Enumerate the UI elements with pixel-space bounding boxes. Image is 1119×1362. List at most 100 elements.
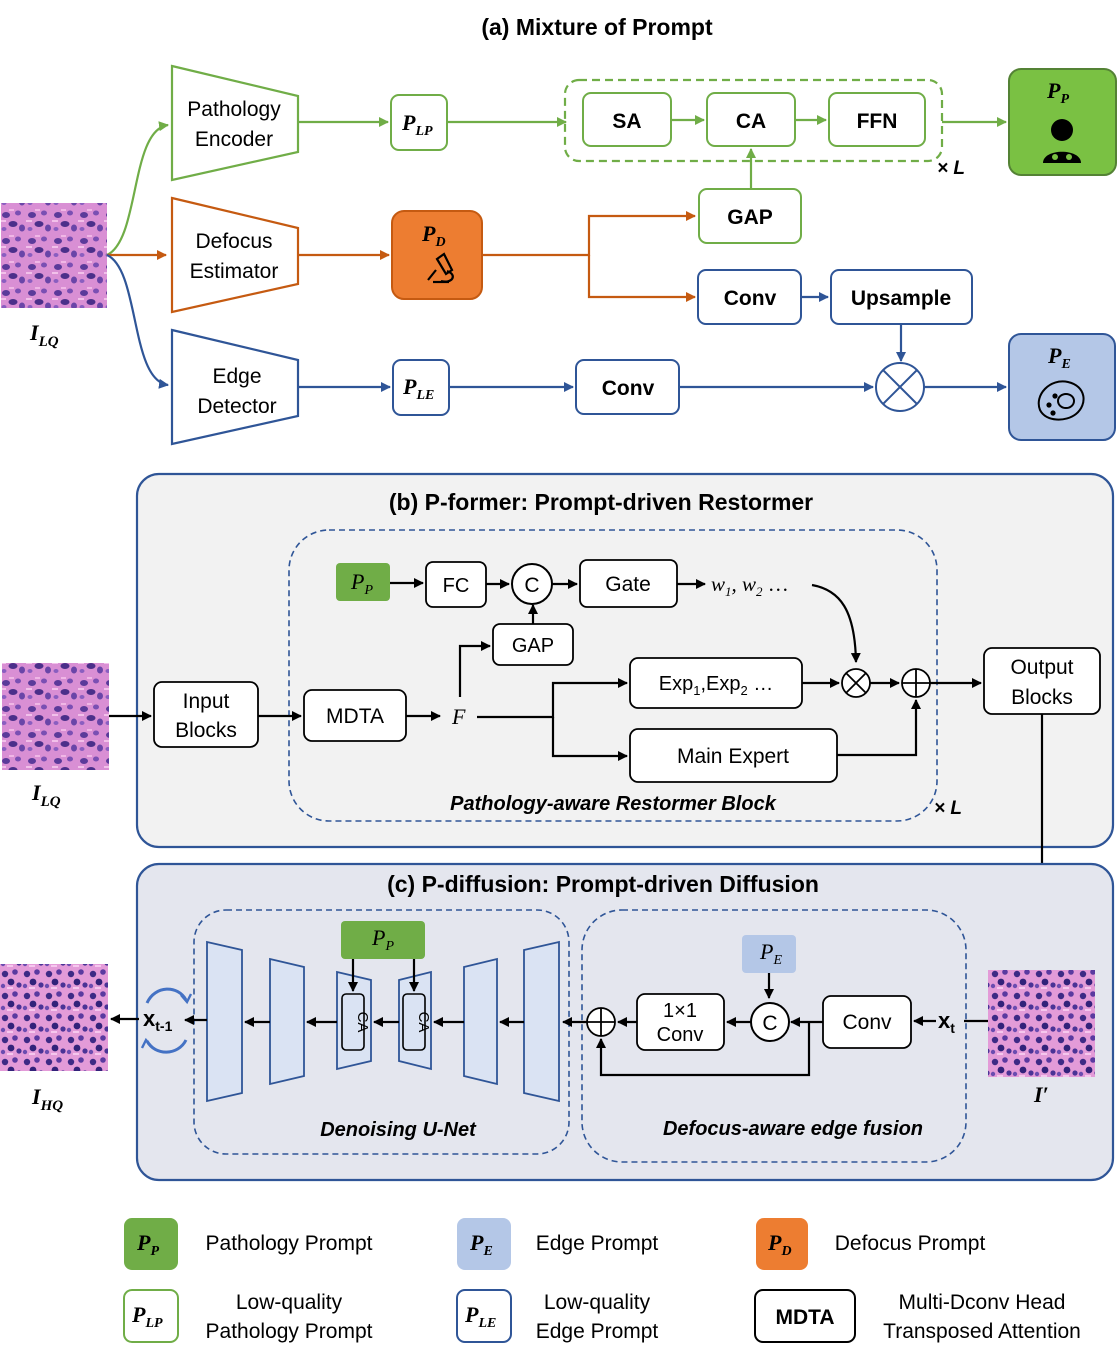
restored-label: I′ (1033, 1082, 1049, 1107)
unet-decoder-block-1 (523, 940, 560, 1103)
input-blocks-label-1: Input (183, 690, 230, 713)
multiply-node-a (875, 362, 925, 412)
pe-tag-c-label: PE (759, 939, 782, 968)
fusion-caption: Defocus-aware edge fusion (663, 1118, 923, 1140)
microscope-icon (427, 252, 454, 284)
input-image-lq-a (1, 203, 107, 308)
legend-plp-text-2: Pathology Prompt (206, 1320, 373, 1343)
arrow-main-expert-to-add (837, 699, 921, 757)
p-le-label: PLE (402, 374, 434, 403)
pp-tag-c (341, 921, 425, 959)
restormer-block-group (288, 529, 938, 822)
gap-label-a: GAP (727, 206, 773, 229)
mdta-label: MDTA (326, 705, 384, 728)
legend-mdta-swatch (754, 1289, 856, 1343)
pp-tag-b (336, 563, 390, 601)
conv-label-a-lower: Conv (602, 377, 655, 400)
ca-box-c2 (402, 993, 426, 1051)
fusion-group (581, 909, 967, 1163)
cell-icon (1037, 380, 1085, 421)
output-label: IHQ (31, 1084, 63, 1114)
ffn-box (828, 92, 926, 147)
gap-label-b: GAP (512, 635, 554, 657)
pd-label: PD (421, 221, 446, 250)
legend-plp-swatch (123, 1289, 179, 1343)
gate-label: Gate (605, 573, 651, 596)
concat-label-b: C (524, 574, 539, 597)
section-a-title: (a) Mixture of Prompt (481, 14, 713, 40)
pe-tag-c (742, 935, 796, 973)
pp-tag-b-label: PP (350, 569, 373, 598)
p-lp-label: PLP (401, 110, 433, 139)
skip-connection-arrow (596, 1022, 811, 1077)
branch-arrow-blue (106, 253, 169, 389)
fc-label: FC (443, 575, 470, 597)
upsample-label: Upsample (851, 287, 951, 310)
section-b-title: (b) P-former: Prompt-driven Restormer (389, 489, 813, 515)
main-expert-label: Main Expert (677, 745, 789, 768)
times-l-a: × L (937, 158, 965, 179)
legend-ple-text-1: Low-quality (544, 1291, 651, 1314)
pathology-encoder-label-2: Encoder (195, 128, 273, 151)
x-t-label: xt (938, 1008, 955, 1036)
legend-plp-text-1: Low-quality (236, 1291, 343, 1314)
arrow-f-to-experts (477, 678, 628, 719)
legend-pe-symbol: PE (469, 1230, 493, 1259)
iterate-loop-icon (140, 987, 193, 1054)
arrow-w-to-mult (811, 583, 861, 663)
legend-mdta-text-1: Multi-Dconv Head (899, 1291, 1066, 1314)
conv-label-c: Conv (842, 1011, 892, 1034)
restormer-block-caption: Pathology-aware Restormer Block (450, 793, 777, 815)
conv1x1-label-2: Conv (657, 1024, 704, 1046)
input-blocks-box (153, 681, 259, 748)
restored-image (988, 970, 1095, 1077)
feature-f: F (451, 704, 466, 729)
edge-detector (170, 328, 300, 446)
unet-encoder-block-1 (206, 940, 243, 1103)
legend-mdta-text-2: Transposed Attention (883, 1320, 1081, 1343)
ffn-label: FFN (857, 110, 898, 133)
defocus-estimator-label-2: Estimator (190, 260, 279, 283)
x-t1-label: xt-1 (143, 1006, 173, 1034)
arrow-pd-split (482, 211, 696, 257)
transformer-repeat-group (563, 78, 944, 163)
input-label-b: ILQ (31, 780, 61, 810)
legend-plp-symbol: PLP (131, 1302, 163, 1331)
edge-detector-label-2: Detector (197, 395, 276, 418)
unet-decoder-block-2 (463, 957, 498, 1086)
p-lp-box (390, 94, 448, 151)
section-c-title: (c) P-diffusion: Prompt-driven Diffusion (387, 871, 819, 897)
defocus-prompt-box (391, 210, 483, 300)
unet-encoder-block-2 (269, 957, 305, 1086)
legend-pd-text: Defocus Prompt (835, 1232, 986, 1255)
input-blocks-label-2: Blocks (175, 719, 237, 742)
times-l-b: × L (934, 798, 962, 819)
sa-label: SA (612, 110, 641, 133)
input-image-lq-b (2, 663, 109, 770)
ca-label-c1: CA (354, 1012, 371, 1033)
arrow-pd-to-conv (587, 255, 696, 302)
legend-pd-symbol: PD (767, 1230, 792, 1259)
edge-detector-label-1: Edge (212, 365, 261, 388)
conv-label-a-upper: Conv (724, 287, 777, 310)
ca-box-c1 (341, 993, 365, 1051)
branch-arrow-green (106, 121, 169, 257)
pe-out-label: PE (1047, 343, 1071, 372)
defocus-estimator-label-1: Defocus (195, 230, 272, 253)
input-label-a: ILQ (29, 320, 59, 350)
doctor-icon (1043, 119, 1081, 163)
conv1x1-label-1: 1×1 (663, 1000, 697, 1022)
edge-prompt-box (1008, 333, 1116, 441)
legend-pp-swatch (124, 1218, 178, 1270)
output-blocks-label-1: Output (1010, 656, 1073, 679)
arrow-f-to-main-expert (551, 717, 628, 761)
legend-ple-swatch (456, 1289, 512, 1343)
add-node-c (586, 1007, 616, 1037)
unet-caption: Denoising U-Net (320, 1119, 477, 1141)
ca-label-c2: CA (415, 1012, 432, 1033)
multiply-node-b (841, 668, 871, 698)
add-node-b (901, 668, 931, 698)
defocus-estimator (170, 196, 300, 314)
pathology-encoder-label-1: Pathology (187, 98, 281, 121)
